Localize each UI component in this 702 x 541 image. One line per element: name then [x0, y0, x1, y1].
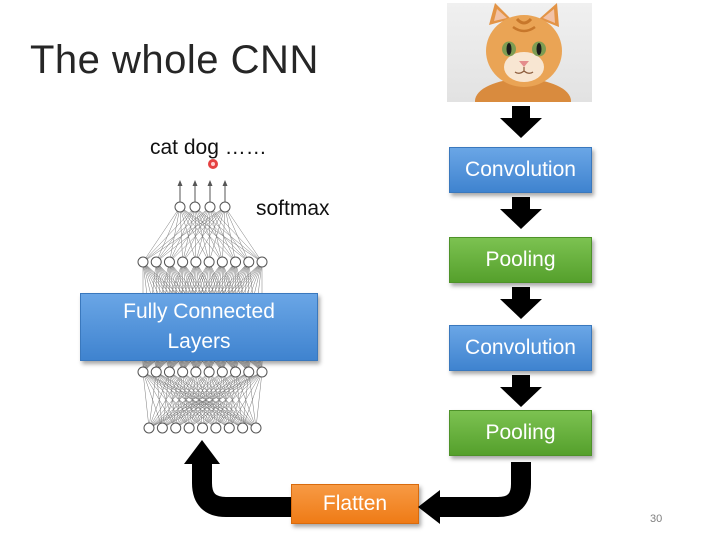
neuron-node	[223, 422, 235, 434]
flatten-box: Flatten	[291, 484, 419, 524]
neuron-node	[143, 422, 155, 434]
neuron-node	[177, 256, 189, 268]
neuron-node	[230, 256, 242, 268]
arrowhead-left-icon	[418, 490, 440, 524]
pooling-box-1: Pooling	[449, 237, 592, 283]
neuron-node	[203, 256, 215, 268]
neuron-node	[137, 256, 149, 268]
neuron-node	[216, 366, 228, 378]
output-class-labels: cat dog ……	[150, 136, 267, 159]
neuron-node	[183, 422, 195, 434]
neuron-node	[174, 201, 186, 213]
neuron-node	[243, 366, 255, 378]
cat-icon	[475, 3, 571, 102]
neuron-node	[256, 366, 268, 378]
neuron-node	[189, 201, 201, 213]
neuron-node	[163, 366, 175, 378]
neuron-node	[177, 366, 189, 378]
neuron-node	[150, 256, 162, 268]
down-arrow-2	[500, 197, 542, 229]
page-number: 30	[650, 513, 663, 525]
fc-label-line1: Fully Connected	[123, 300, 275, 323]
curved-arrow-to-fc	[192, 462, 291, 517]
curved-arrow-to-flatten	[438, 462, 531, 517]
cat-image	[447, 3, 592, 102]
laser-pointer-core	[211, 162, 215, 166]
convolution-box-1: Convolution	[449, 147, 592, 193]
neuron-node	[243, 256, 255, 268]
fully-connected-layers-box: Fully Connected Layers	[80, 293, 318, 361]
slide-title: The whole CNN	[30, 38, 319, 82]
neuron-node	[230, 366, 242, 378]
down-arrow-4	[500, 375, 542, 407]
fc-label-line2: Layers	[167, 330, 231, 353]
neuron-node	[190, 256, 202, 268]
down-arrow-1	[500, 106, 542, 138]
neuron-node	[203, 366, 215, 378]
neuron-node	[237, 422, 249, 434]
neuron-node	[137, 366, 149, 378]
arrowhead-up-icon	[184, 440, 220, 464]
neuron-node	[204, 201, 216, 213]
neuron-node	[156, 422, 168, 434]
output-arrowhead-icon	[192, 180, 198, 186]
neuron-node	[210, 422, 222, 434]
neuron-node	[219, 201, 231, 213]
down-arrow-3	[500, 287, 542, 319]
output-arrowhead-icon	[222, 180, 228, 186]
neuron-node	[190, 366, 202, 378]
pooling-box-2: Pooling	[449, 410, 592, 456]
neuron-node	[170, 422, 182, 434]
softmax-label: softmax	[256, 197, 330, 220]
convolution-box-2: Convolution	[449, 325, 592, 371]
neuron-node	[197, 422, 208, 434]
neuron-node	[163, 256, 175, 268]
neuron-node	[216, 256, 228, 268]
neuron-node	[256, 256, 268, 268]
output-arrowhead-icon	[207, 180, 213, 186]
neuron-node	[250, 422, 262, 434]
output-arrowhead-icon	[177, 180, 183, 186]
neuron-node	[150, 366, 162, 378]
